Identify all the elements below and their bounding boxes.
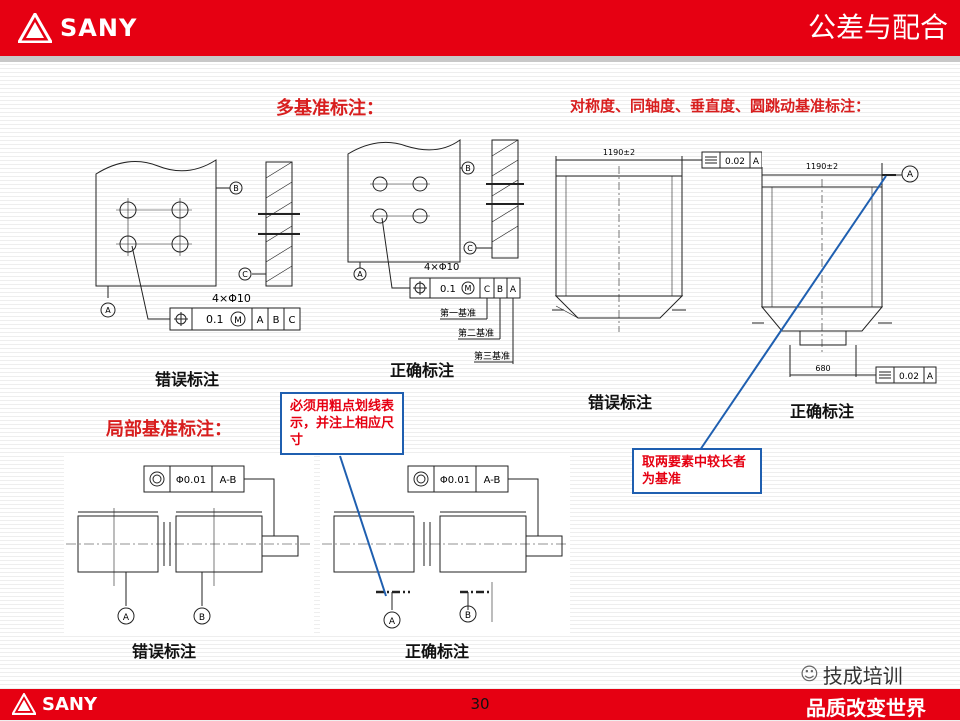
footer-logo: SANY <box>12 693 97 715</box>
svg-text:Φ0.01: Φ0.01 <box>440 475 470 486</box>
svg-text:C: C <box>242 270 248 279</box>
drawing-multi-datum-right: B A C 4×Φ10 0.1 M C B A 第一基准 第二基准 第三基准 <box>347 139 524 364</box>
svg-text:A: A <box>105 306 111 315</box>
svg-text:B: B <box>465 164 471 173</box>
svg-text:1190±2: 1190±2 <box>603 148 635 157</box>
svg-text:A: A <box>753 157 760 167</box>
local-datum-title: 局部基准标注： <box>106 419 232 440</box>
footer-bar: SANY 30 品质改变世界 <box>0 689 960 720</box>
footer-slogan: 品质改变世界 <box>806 696 926 720</box>
svg-text:A: A <box>907 170 914 180</box>
svg-text:第二基准: 第二基准 <box>458 327 494 339</box>
caption-wrong-3: 错误标注 <box>132 642 197 661</box>
svg-text:B: B <box>233 184 239 193</box>
header-divider <box>0 56 960 62</box>
drawing-multi-datum-wrong: B A C 4×Φ10 0.1 M A B C <box>95 159 301 331</box>
svg-text:A: A <box>123 613 130 623</box>
panel-local-datum-right: Φ0.01 A-B A B <box>320 456 570 636</box>
caption-wrong-2: 错误标注 <box>588 393 653 412</box>
caption-wrong-1: 错误标注 <box>155 370 220 389</box>
svg-text:A: A <box>389 617 396 627</box>
callout-thick-line-note: 必须用粗点划线表示，并注上相应尺寸 <box>280 392 404 455</box>
symmetry-datum-title: 对称度、同轴度、垂直度、圆跳动基准标注： <box>570 97 871 115</box>
watermark: ☺ 技成培训 <box>800 660 903 689</box>
panel-local-datum-wrong: Φ0.01 A-B A B <box>64 456 314 636</box>
slide-title: 公差与配合 <box>807 11 948 44</box>
svg-text:0.1: 0.1 <box>206 313 224 326</box>
svg-text:第一基准: 第一基准 <box>440 307 476 319</box>
svg-text:B: B <box>273 315 280 326</box>
svg-text:0.02: 0.02 <box>725 157 745 167</box>
drawing-symmetry-right: 1190±2 A 680 0.02 A <box>752 162 937 384</box>
svg-text:C: C <box>467 244 473 253</box>
caption-right-1: 正确标注 <box>390 361 455 380</box>
page-number: 30 <box>470 695 490 713</box>
svg-text:C: C <box>484 285 490 295</box>
multi-datum-title: 多基准标注： <box>276 98 384 119</box>
callout-longer-element-note: 取两要素中较长者为基准 <box>632 448 762 494</box>
svg-text:A: A <box>257 315 264 326</box>
footer-brand: SANY <box>42 693 97 715</box>
svg-text:4×Φ10: 4×Φ10 <box>424 262 459 273</box>
svg-text:1190±2: 1190±2 <box>806 162 838 171</box>
svg-text:A: A <box>357 270 363 279</box>
svg-text:0.1: 0.1 <box>440 284 456 295</box>
drawing-symmetry-wrong: 1190±2 0.02 A <box>552 148 762 332</box>
svg-text:A: A <box>510 285 517 295</box>
sany-logo: SANY <box>18 12 137 44</box>
svg-text:A-B: A-B <box>484 475 501 486</box>
watermark-text: 技成培训 <box>822 664 903 688</box>
drawing-local-datum-right: Φ0.01 A-B A B <box>322 465 568 629</box>
svg-text:B: B <box>497 285 503 295</box>
svg-text:Φ0.01: Φ0.01 <box>176 475 206 486</box>
svg-text:B: B <box>199 613 205 623</box>
caption-right-2: 正确标注 <box>790 402 855 421</box>
svg-text:B: B <box>465 611 471 621</box>
header-bar: SANY 公差与配合 <box>0 0 960 56</box>
drawing-local-datum-wrong: Φ0.01 A-B A B <box>66 465 312 625</box>
sany-emblem-icon <box>12 693 36 715</box>
svg-text:M: M <box>234 316 242 326</box>
svg-text:M: M <box>465 284 472 293</box>
svg-text:A-B: A-B <box>220 475 237 486</box>
svg-text:C: C <box>289 315 296 326</box>
header-brand: SANY <box>60 14 138 42</box>
svg-text:第三基准: 第三基准 <box>474 350 510 362</box>
wechat-icon: ☺ <box>800 664 819 685</box>
svg-text:4×Φ10: 4×Φ10 <box>212 292 251 305</box>
caption-right-3: 正确标注 <box>405 642 470 661</box>
svg-text:680: 680 <box>815 364 830 373</box>
svg-text:0.02: 0.02 <box>899 372 919 382</box>
sany-emblem-icon <box>18 13 52 43</box>
svg-text:A: A <box>927 372 934 382</box>
